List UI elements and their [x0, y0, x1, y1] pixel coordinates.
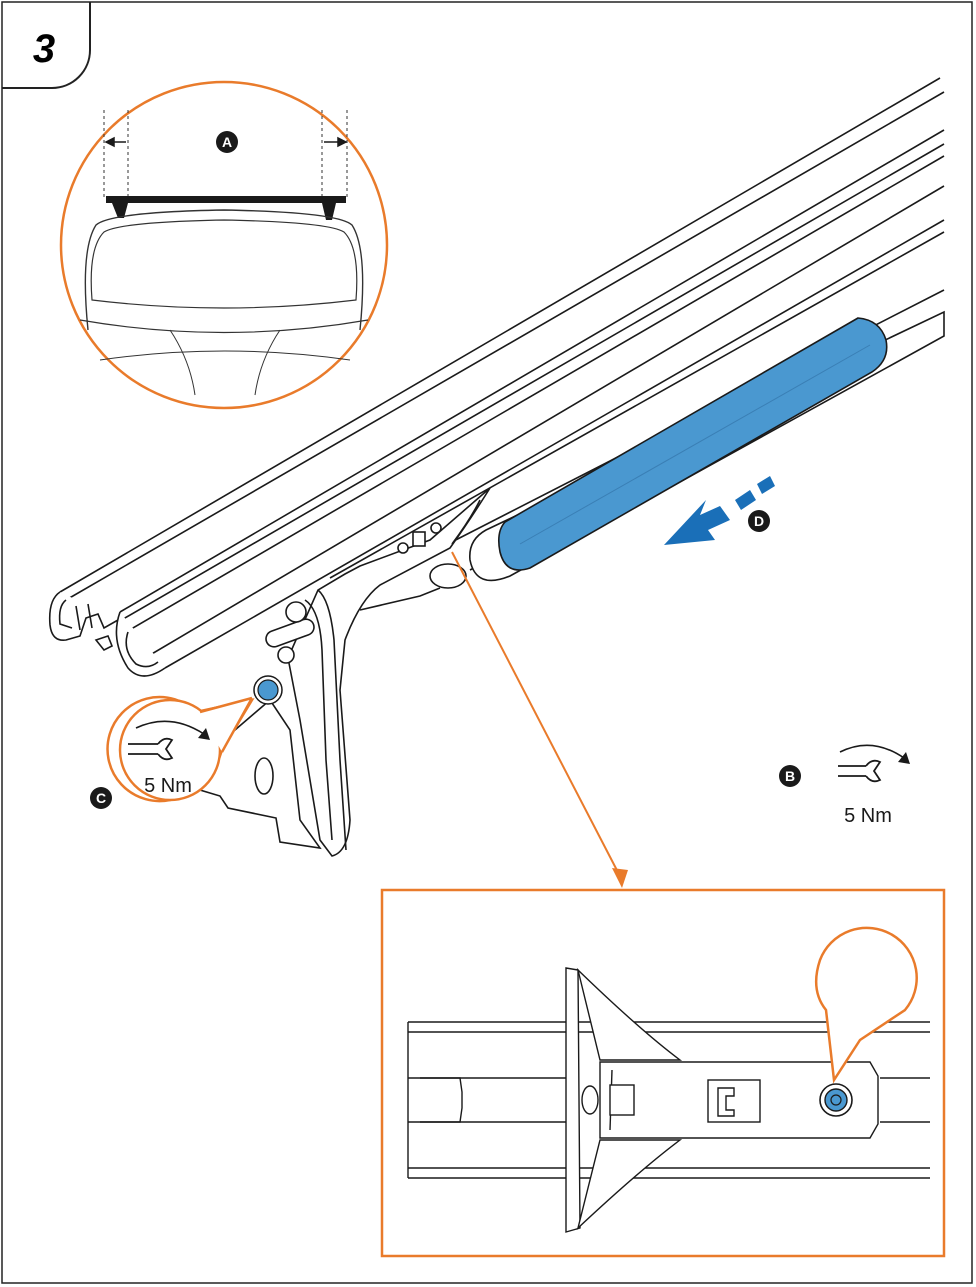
callout-a-letter: A — [222, 134, 232, 150]
rail-tube — [469, 310, 945, 582]
callout-d: D — [748, 510, 770, 532]
callout-b: B — [779, 765, 801, 787]
torque-label-c: 5 Nm — [144, 775, 192, 797]
rotate-arrow-icon — [839, 744, 905, 759]
callout-a: A — [216, 131, 238, 153]
detail-pointer-line — [451, 551, 623, 881]
torque-label-b: 5 Nm — [844, 805, 892, 827]
callout-d-letter: D — [754, 513, 764, 529]
detail-pointer-arrow — [612, 868, 628, 888]
torque-bubble-c: 5 Nm — [106, 695, 255, 803]
callout-b-letter: B — [785, 768, 795, 784]
torque-bubble-b: 5 Nm — [814, 744, 918, 1084]
wrench-icon — [838, 759, 882, 783]
dimension-arrow-icon — [104, 136, 348, 148]
callout-c-letter: C — [96, 790, 106, 806]
detail-circle-a — [59, 80, 389, 410]
wrench-icon — [128, 737, 174, 761]
slide-arrow-icon — [664, 476, 775, 545]
bolt-b — [824, 1088, 848, 1112]
support-bracket — [199, 487, 491, 857]
bar-top-edge — [59, 77, 941, 593]
rotate-arrow-icon — [135, 720, 205, 735]
callout-c: C — [90, 787, 112, 809]
step-badge: 3 — [2, 2, 91, 89]
bolt-c — [253, 675, 283, 705]
step-number: 3 — [33, 27, 55, 71]
blue-cover — [498, 317, 888, 571]
